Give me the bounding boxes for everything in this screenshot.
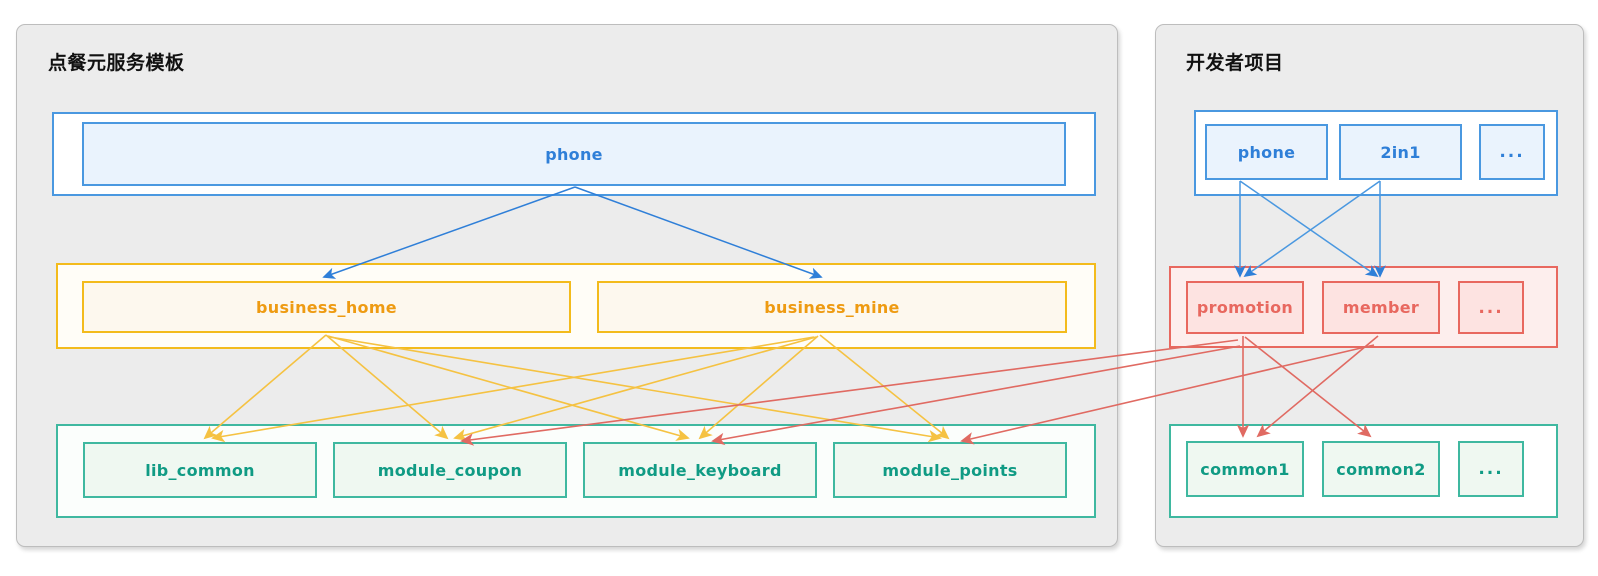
node-module-coupon[interactable]: module_coupon (333, 442, 567, 498)
left-panel-title: 点餐元服务模板 (48, 52, 185, 74)
node-entry-more[interactable]: ... (1479, 124, 1545, 180)
node-lib-common[interactable]: lib_common (83, 442, 317, 498)
node-module-points[interactable]: module_points (833, 442, 1067, 498)
right-panel-title: 开发者项目 (1186, 52, 1284, 74)
node-business-more[interactable]: ... (1458, 281, 1524, 334)
node-common2[interactable]: common2 (1322, 441, 1440, 497)
node-phone-right[interactable]: phone (1205, 124, 1328, 180)
node-module-keyboard[interactable]: module_keyboard (583, 442, 817, 498)
node-module-more[interactable]: ... (1458, 441, 1524, 497)
node-2in1[interactable]: 2in1 (1339, 124, 1462, 180)
node-phone-left[interactable]: phone (82, 122, 1066, 186)
node-business-home[interactable]: business_home (82, 281, 571, 333)
node-common1[interactable]: common1 (1186, 441, 1304, 497)
node-business-mine[interactable]: business_mine (597, 281, 1067, 333)
node-member[interactable]: member (1322, 281, 1440, 334)
node-promotion[interactable]: promotion (1186, 281, 1304, 334)
